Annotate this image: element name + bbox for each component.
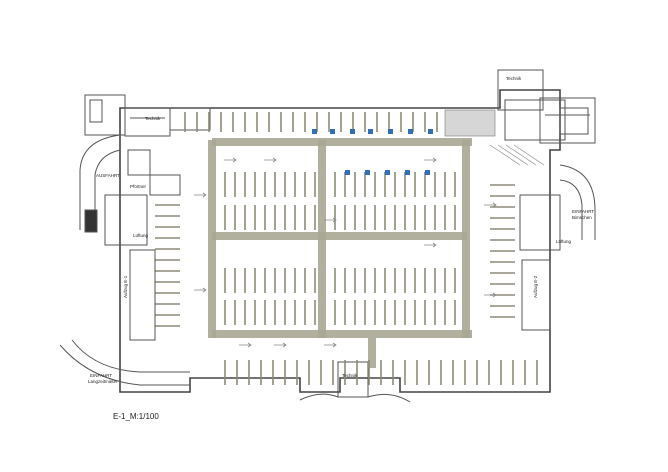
label-pfoertner: Pförtner <box>130 184 147 189</box>
wheelchair-icon <box>365 170 370 175</box>
lane-right <box>462 140 470 338</box>
right-entry-ramp <box>519 164 596 251</box>
label-aufzug-left: Aufzug E-1 <box>123 275 128 298</box>
wheelchair-icon <box>388 129 393 134</box>
arrow-icon <box>484 202 497 208</box>
arrow-icon <box>224 157 237 163</box>
wheelchair-icon <box>312 129 317 134</box>
accessible-stalls <box>312 129 433 175</box>
bottom-core <box>299 361 411 403</box>
wheelchair-icon <box>428 129 433 134</box>
wheelchair-icon <box>425 170 430 175</box>
lane-middle <box>212 232 467 240</box>
arrow-icon <box>424 157 437 163</box>
wheelchair-icon <box>350 129 355 134</box>
arrow-icon <box>324 342 337 348</box>
left-exit-ramp <box>79 134 121 233</box>
arrow-icon <box>239 342 252 348</box>
arrow-icon <box>324 217 337 223</box>
arrow-icon <box>194 287 207 293</box>
arrow-icon <box>484 292 497 298</box>
wheelchair-icon <box>330 129 335 134</box>
arrow-icon <box>274 342 287 348</box>
parking-stalls <box>155 112 538 385</box>
wheelchair-icon <box>405 170 410 175</box>
label-einfahrt-left-sub: Langzeitmieter <box>88 379 118 384</box>
label-einfahrt-right-sub: Bimschen <box>572 215 592 220</box>
arrow-icon <box>194 192 207 198</box>
top-right-core <box>497 69 596 144</box>
lane-top <box>212 138 472 146</box>
wheelchair-icon <box>408 129 413 134</box>
label-lueftung-right: Lüftung <box>556 239 572 244</box>
wheelchair-icon <box>345 170 350 175</box>
label-einfahrt-right: EINFAHRT <box>572 209 594 214</box>
outer-walls <box>119 89 561 393</box>
label-technik-top-right: Technik <box>506 76 522 81</box>
label-technik-bottom: Technik <box>342 373 358 378</box>
wheelchair-icon <box>385 170 390 175</box>
label-lueftung-left: Lüftung <box>133 233 149 238</box>
right-elevator-core <box>521 259 551 331</box>
arrow-icon <box>264 157 277 163</box>
drawing-title: E-1_M:1/100 <box>113 412 159 421</box>
lane-markings <box>208 138 472 368</box>
lane-center <box>318 140 326 338</box>
label-einfahrt-left: EINFAHRT <box>90 373 112 378</box>
top-left-core <box>84 94 211 137</box>
label-aufzug-right: Aufzug E-2 <box>533 275 538 298</box>
left-entry-ramp <box>59 339 190 386</box>
label-technik-top-left: Technik <box>145 116 161 121</box>
hatched-area <box>444 109 545 166</box>
label-ausfahrt: AUSFAHRT <box>96 173 120 178</box>
arrow-icon <box>424 242 437 248</box>
left-elevator-core <box>104 149 181 341</box>
lane-bottom <box>212 330 472 338</box>
lane-left <box>208 140 216 338</box>
direction-arrows <box>194 157 497 348</box>
wheelchair-icon <box>368 129 373 134</box>
plan-labels: AUSFAHRT EINFAHRT Bimschen EINFAHRT Lang… <box>88 76 594 384</box>
